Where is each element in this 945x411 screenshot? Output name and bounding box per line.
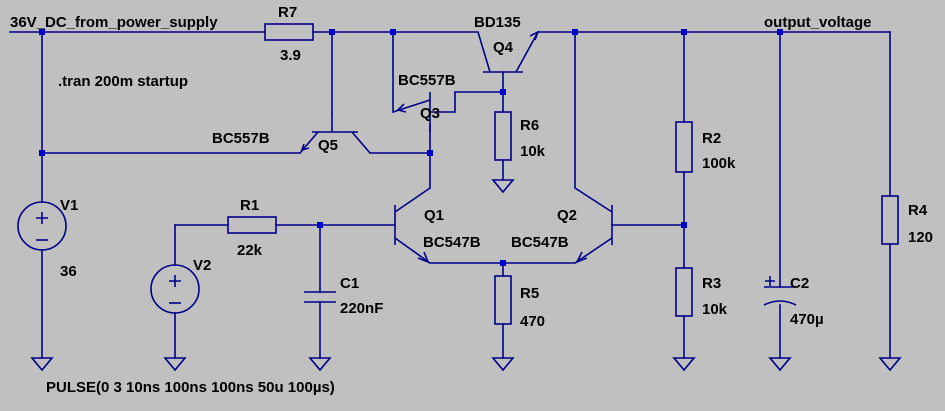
q2-model: BC547B bbox=[511, 234, 569, 251]
transistor-q4[interactable] bbox=[477, 30, 540, 73]
r2-value: 100k bbox=[702, 155, 736, 172]
c1-value: 220nF bbox=[340, 300, 383, 317]
q3-model: BC557B bbox=[398, 72, 456, 89]
r4-value: 120 bbox=[908, 229, 933, 246]
v1-value: 36 bbox=[60, 263, 77, 280]
q4-model: BD135 bbox=[474, 14, 521, 31]
resistor-r2[interactable] bbox=[675, 121, 693, 173]
voltage-source-v1[interactable] bbox=[17, 201, 67, 251]
v1-ref: V1 bbox=[60, 197, 78, 214]
r7-value: 3.9 bbox=[280, 47, 301, 64]
r5-ref: R5 bbox=[520, 285, 539, 302]
q2-ref: Q2 bbox=[557, 207, 577, 224]
transistor-q3[interactable] bbox=[392, 92, 456, 132]
resistor-r7[interactable] bbox=[264, 23, 314, 41]
q5-ref: Q5 bbox=[318, 137, 338, 154]
c2-ref: C2 bbox=[790, 275, 809, 292]
junctions bbox=[39, 29, 783, 266]
q1-model: BC547B bbox=[423, 234, 481, 251]
q3-ref: Q3 bbox=[420, 105, 440, 122]
transistor-q1[interactable] bbox=[394, 187, 431, 264]
v2-ref: V2 bbox=[193, 257, 211, 274]
transistor-q2[interactable] bbox=[574, 187, 613, 264]
r7-ref: R7 bbox=[278, 4, 297, 21]
r3-value: 10k bbox=[702, 301, 728, 318]
voltage-source-v2[interactable] bbox=[150, 264, 200, 314]
r1-ref: R1 bbox=[240, 197, 259, 214]
q1-ref: Q1 bbox=[424, 207, 444, 224]
resistor-r5[interactable] bbox=[494, 275, 512, 325]
pulse-directive: PULSE(0 3 10ns 100ns 100ns 50u 100µs) bbox=[46, 379, 335, 396]
r5-value: 470 bbox=[520, 313, 545, 330]
r6-ref: R6 bbox=[520, 117, 539, 134]
resistor-r6[interactable] bbox=[494, 111, 512, 161]
c2-value: 470µ bbox=[790, 311, 824, 328]
q4-ref: Q4 bbox=[493, 39, 514, 56]
tran-directive: .tran 200m startup bbox=[58, 73, 188, 90]
net-label-output: output_voltage bbox=[764, 14, 872, 31]
resistor-r3[interactable] bbox=[675, 267, 693, 317]
r3-ref: R3 bbox=[702, 275, 721, 292]
ground-symbols bbox=[30, 179, 902, 372]
r4-ref: R4 bbox=[908, 202, 928, 219]
c1-ref: C1 bbox=[340, 275, 359, 292]
r1-value: 22k bbox=[237, 242, 263, 259]
resistor-r1[interactable] bbox=[227, 216, 277, 234]
capacitor-c1[interactable] bbox=[304, 291, 336, 303]
r6-value: 10k bbox=[520, 143, 546, 160]
net-label-supply: 36V_DC_from_power_supply bbox=[10, 14, 218, 31]
resistor-r4[interactable] bbox=[881, 195, 899, 245]
transistor-q5[interactable] bbox=[299, 112, 371, 154]
r2-ref: R2 bbox=[702, 130, 721, 147]
q5-model: BC557B bbox=[212, 130, 270, 147]
capacitor-c2[interactable] bbox=[763, 276, 797, 306]
